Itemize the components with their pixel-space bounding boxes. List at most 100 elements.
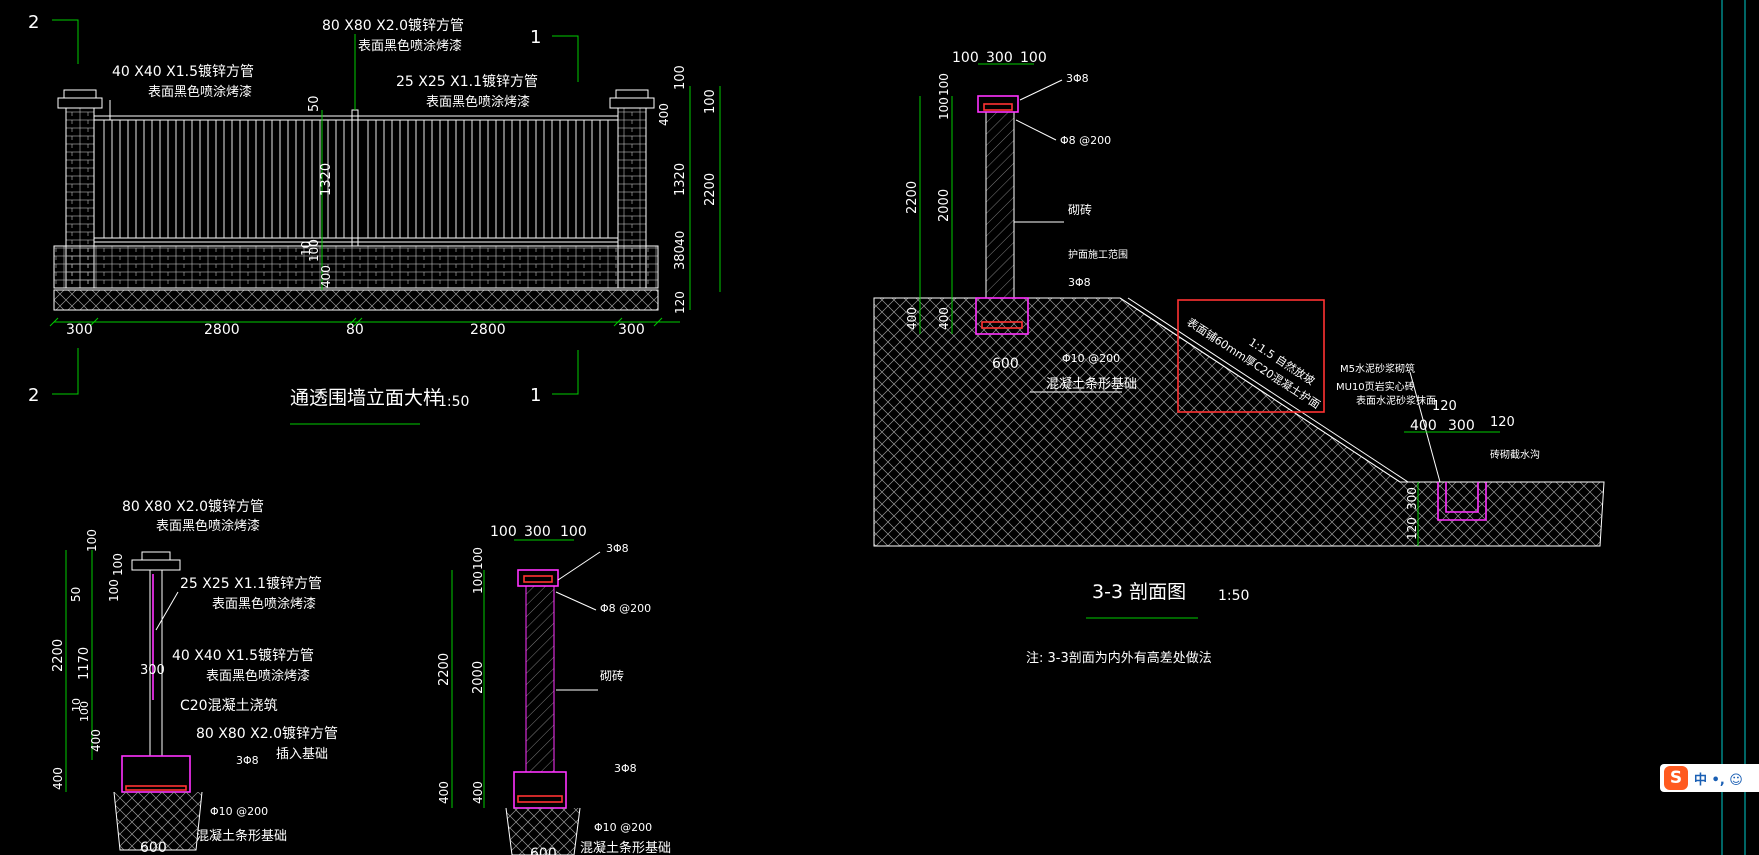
svg-text:2200: 2200: [703, 173, 718, 206]
svg-text:3Φ8: 3Φ8: [1068, 276, 1091, 289]
drawing-frame-border: [1721, 0, 1746, 855]
note-rail-1: 40 X40 X1.5镀锌方管: [112, 63, 254, 80]
svg-text:砖砌截水沟: 砖砌截水沟: [1490, 448, 1540, 461]
svg-text:2200: 2200: [51, 639, 66, 672]
svg-text:80 X80 X2.0镀锌方管: 80 X80 X2.0镀锌方管: [122, 498, 264, 515]
dimension-tick: [613, 317, 623, 327]
svg-text:100: 100: [307, 239, 321, 262]
svg-text:1: 1: [530, 385, 541, 406]
dimension-tick: [347, 317, 357, 327]
svg-text:3Φ8: 3Φ8: [1066, 72, 1089, 85]
section-3-3: 100 300 100 100 100 2200 2000 400 400 3Φ…: [873, 50, 1605, 666]
svg-text:护面施工范围: 护面施工范围: [1068, 248, 1128, 261]
svg-text:Φ8 @200: Φ8 @200: [1060, 134, 1111, 147]
svg-text:120: 120: [673, 291, 687, 314]
note-bar-1: 25 X25 X1.1镀锌方管: [396, 73, 538, 90]
section-callout-1-bottom: 1: [530, 350, 579, 406]
svg-text:100: 100: [673, 65, 688, 90]
svg-text:Φ10 @200: Φ10 @200: [594, 821, 652, 834]
svg-text:2000: 2000: [937, 189, 952, 222]
svg-text:Φ8 @200: Φ8 @200: [600, 602, 651, 615]
elevation-scale: 1:50: [438, 394, 469, 410]
svg-text:300: 300: [618, 322, 645, 338]
svg-text:380: 380: [673, 245, 688, 270]
dimension-tick: [353, 317, 363, 327]
svg-text:表面黑色喷涂烤漆: 表面黑色喷涂烤漆: [156, 518, 260, 534]
svg-text:40 X40 X1.5镀锌方管: 40 X40 X1.5镀锌方管: [172, 647, 314, 664]
fence-elevation: 2 1 2 1 40 X4: [28, 12, 721, 425]
highlight-box: [1177, 299, 1325, 413]
svg-text:300: 300: [986, 50, 1013, 66]
svg-text:400: 400: [657, 103, 671, 126]
brick-base-wall: [53, 245, 659, 289]
note-bar-2: 表面黑色喷涂烤漆: [426, 94, 530, 110]
svg-text:100: 100: [1020, 50, 1047, 66]
svg-text:3Φ8: 3Φ8: [606, 542, 629, 555]
svg-text:400: 400: [89, 729, 103, 752]
svg-text:1320: 1320: [673, 163, 688, 196]
svg-text:2: 2: [28, 12, 39, 33]
svg-text:100: 100: [703, 89, 718, 114]
svg-text:插入基础: 插入基础: [276, 747, 328, 762]
svg-text:300: 300: [1448, 418, 1475, 434]
svg-text:1170: 1170: [77, 647, 92, 680]
svg-text:50: 50: [69, 587, 83, 602]
note-post-2: 表面黑色喷涂烤漆: [358, 38, 462, 54]
svg-text:400: 400: [51, 767, 65, 790]
svg-text:混凝土条形基础: 混凝土条形基础: [196, 828, 287, 844]
svg-text:400: 400: [319, 265, 333, 288]
sogou-ime-icon[interactable]: S: [1664, 766, 1688, 790]
svg-text:80 X80 X2.0镀锌方管: 80 X80 X2.0镀锌方管: [196, 725, 338, 742]
svg-text:表面黑色喷涂烤漆: 表面黑色喷涂烤漆: [206, 668, 310, 684]
section-2-detail: 100 300 100 100 100 2200 2000 400 400 3Φ…: [437, 524, 671, 855]
svg-text:100: 100: [111, 553, 125, 576]
svg-text:300: 300: [524, 524, 551, 540]
svg-text:Φ10 @200: Φ10 @200: [210, 805, 268, 818]
svg-text:砌砖: 砌砖: [600, 668, 624, 683]
svg-text:600: 600: [530, 846, 557, 855]
note-post-1: 80 X80 X2.0镀锌方管: [322, 17, 464, 34]
ground-hatch: [53, 289, 659, 311]
svg-text:600: 600: [140, 840, 167, 855]
ime-status[interactable]: 中 •, ☺: [1694, 772, 1743, 788]
svg-text:3Φ8: 3Φ8: [614, 762, 637, 775]
elevation-title: 通透围墙立面大样: [290, 387, 442, 409]
svg-text:C20混凝土浇筑: C20混凝土浇筑: [180, 698, 278, 714]
post-3-3: [985, 111, 1015, 299]
svg-text:600: 600: [992, 356, 1019, 372]
section-callout-2-bottom: 2: [28, 348, 79, 406]
section-3-3-note: 注: 3-3剖面为内外有高差处做法: [1026, 650, 1212, 666]
svg-text:100: 100: [471, 547, 485, 570]
svg-text:80: 80: [346, 322, 364, 338]
svg-text:2800: 2800: [204, 322, 240, 338]
svg-text:2000: 2000: [471, 661, 486, 694]
svg-text:120: 120: [1490, 415, 1515, 430]
svg-text:400: 400: [437, 781, 451, 804]
svg-text:10: 10: [299, 241, 313, 256]
dimension-tick: [653, 317, 663, 327]
svg-text:2200: 2200: [437, 653, 452, 686]
section-callout-2-top: 2: [28, 12, 79, 64]
ime-toolbar[interactable]: S 中 •, ☺: [1660, 764, 1759, 792]
svg-text:400: 400: [905, 307, 919, 330]
svg-text:300: 300: [66, 322, 93, 338]
note-rail-2: 表面黑色喷涂烤漆: [148, 84, 252, 100]
svg-text:1: 1: [530, 27, 541, 48]
svg-text:400: 400: [937, 307, 951, 330]
dimension-tick: [89, 317, 99, 327]
svg-text:100: 100: [937, 97, 951, 120]
fence-bars: [103, 120, 609, 238]
svg-text:1320: 1320: [319, 163, 334, 196]
svg-text:M5水泥砂浆砌筑: M5水泥砂浆砌筑: [1340, 362, 1415, 375]
svg-text:300: 300: [140, 663, 165, 678]
svg-text:表面黑色喷涂烤漆: 表面黑色喷涂烤漆: [212, 596, 316, 612]
dimension-tick: [49, 317, 59, 327]
svg-text:100: 100: [471, 571, 485, 594]
svg-text:Φ10 @200: Φ10 @200: [1062, 352, 1120, 365]
svg-text:400: 400: [471, 781, 485, 804]
svg-text:25 X25 X1.1镀锌方管: 25 X25 X1.1镀锌方管: [180, 575, 322, 592]
svg-text:MU10页岩实心砖: MU10页岩实心砖: [1336, 380, 1415, 393]
svg-text:10: 10: [70, 698, 83, 712]
svg-text:100: 100: [490, 524, 517, 540]
